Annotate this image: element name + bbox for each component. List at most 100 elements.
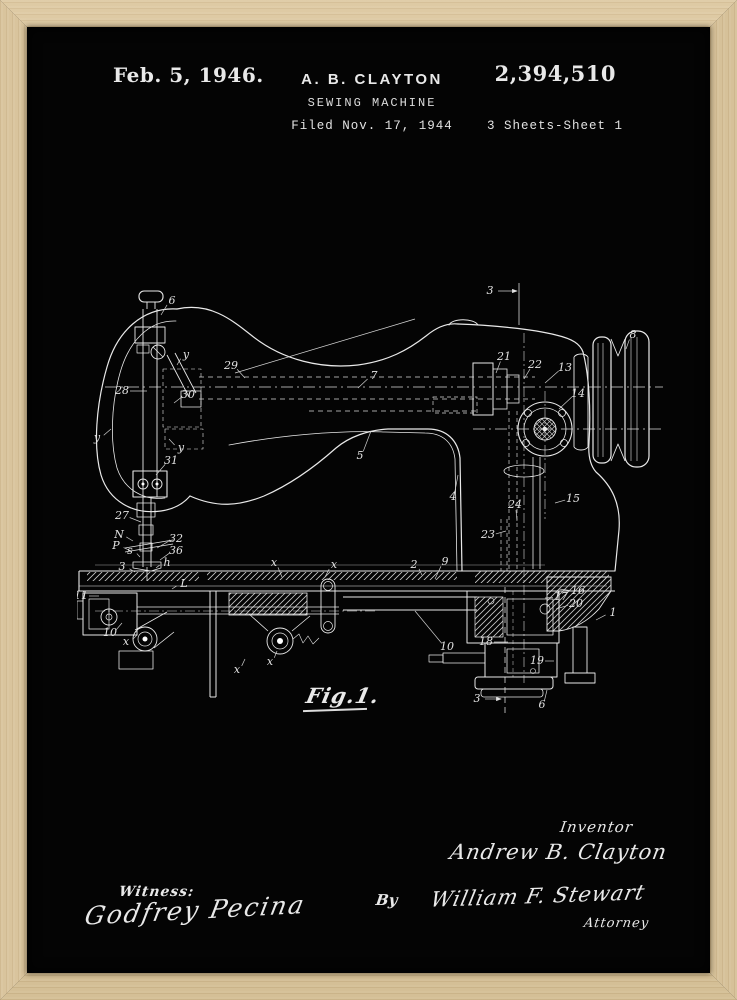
part-ref-label: 32 <box>169 532 183 545</box>
part-ref-label: s <box>127 544 133 557</box>
part-ref-label: 36 <box>169 544 183 557</box>
attorney-signature: William F. Stewart <box>428 880 648 912</box>
part-ref-label: y <box>182 348 190 361</box>
part-ref-label: 10 <box>440 640 454 653</box>
part-ref-label: 2 <box>410 558 418 571</box>
label-leader-line <box>171 585 177 590</box>
part-ref-label: x <box>331 558 338 571</box>
part-ref-label: 27 <box>114 509 129 522</box>
bed-hatching <box>87 571 612 632</box>
frame-edge-left <box>0 0 27 1000</box>
part-ref-label: 3 <box>119 560 126 573</box>
patent-number: 2,394,510 <box>494 61 616 86</box>
label-leader-line <box>236 369 246 379</box>
part-ref-label: 7 <box>371 369 378 382</box>
part-ref-label: 22 <box>527 358 542 371</box>
part-ref-label: x <box>267 655 274 668</box>
label-leader-line <box>155 564 160 569</box>
part-ref-label: 31 <box>164 454 178 467</box>
part-ref-label: 6 <box>169 294 176 307</box>
patent-title: SEWING MACHINE <box>307 96 437 110</box>
label-leader-line <box>159 553 170 561</box>
under-bed-mechanism <box>77 578 596 698</box>
part-ref-label: 17 <box>554 590 568 603</box>
part-ref-label: h <box>163 556 170 569</box>
label-leader-line <box>160 304 168 316</box>
label-leader-line <box>115 622 123 631</box>
part-ref-label: 24 <box>507 498 522 511</box>
label-leader-line <box>558 588 571 591</box>
label-leader-line <box>126 536 134 542</box>
part-ref-label: y <box>177 441 185 454</box>
needle-bar-assembly <box>124 290 204 581</box>
label-leader-line <box>132 634 138 640</box>
label-leader-line <box>136 553 141 558</box>
patent-date: Feb. 5, 1946. <box>113 63 264 87</box>
balance-wheel <box>573 330 650 468</box>
label-leader-line <box>495 361 501 374</box>
part-ref-label: 8 <box>630 328 637 341</box>
part-ref-label: 1 <box>610 606 617 619</box>
label-leader-line <box>123 547 132 552</box>
figure-caption: Fig.1. <box>303 683 383 708</box>
label-leader-line <box>129 517 142 523</box>
label-leader-line <box>625 339 630 350</box>
part-ref-label: N <box>113 528 124 541</box>
patent-sheet: Feb. 5, 1946. A. B. CLAYTON 2,394,510 SE… <box>27 27 710 973</box>
part-ref-label: 19 <box>530 654 544 667</box>
part-ref-label: y <box>93 431 101 444</box>
attorney-label: Attorney <box>582 916 651 931</box>
label-leader-line <box>523 368 531 380</box>
label-leader-line <box>558 396 572 410</box>
label-leader-line <box>454 474 459 493</box>
label-leader-line <box>544 596 554 599</box>
frame-edge-top <box>0 0 737 27</box>
label-leader-line <box>414 610 442 644</box>
label-leader-line <box>129 568 136 573</box>
inventor-label: Inventor <box>558 818 635 836</box>
part-ref-label: 18 <box>479 635 493 648</box>
label-leader-line <box>555 604 569 610</box>
inventor-signature: Andrew B. Clayton <box>448 840 670 864</box>
label-leader-line <box>168 438 175 446</box>
label-leader-line <box>277 567 283 578</box>
label-leader-line <box>554 499 566 504</box>
label-leader-line <box>515 509 518 522</box>
part-ref-label: 29 <box>223 359 238 372</box>
part-ref-label: 16 <box>571 584 585 597</box>
part-ref-label: 15 <box>566 492 580 505</box>
part-ref-label: 14 <box>571 387 585 400</box>
part-ref-label: 23 <box>480 528 495 541</box>
machine-outline <box>95 306 620 572</box>
label-leader-line <box>357 378 368 389</box>
construction-lines <box>95 283 663 713</box>
frame-edge-right <box>710 0 737 1000</box>
label-leader-line <box>324 568 330 578</box>
label-leader-line <box>595 614 606 621</box>
part-ref-label: 20 <box>568 597 583 610</box>
patent-sheet-info: 3 Sheets-Sheet 1 <box>486 119 624 133</box>
label-leader-line <box>362 430 372 452</box>
by-label: By <box>374 891 399 909</box>
label-leader-line <box>544 689 548 701</box>
part-ref-label: x <box>123 635 130 648</box>
label-leader-line <box>173 397 182 404</box>
arm-bushings <box>472 362 545 569</box>
label-leader-line <box>155 464 166 476</box>
frame-edge-bottom <box>0 973 737 1000</box>
patent-figure-svg: 6y2928307yy31532122131484241523291617201… <box>77 283 663 713</box>
part-ref-label: 28 <box>114 384 129 397</box>
label-leader-line <box>156 540 169 549</box>
label-leader-line <box>544 370 559 384</box>
part-ref-label: 30 <box>181 388 195 401</box>
part-ref-label: 3 <box>487 284 494 297</box>
label-leader-line <box>241 658 246 667</box>
label-leader-line <box>176 358 181 366</box>
part-ref-label: 6 <box>539 698 546 711</box>
part-ref-label: 4 <box>449 490 457 503</box>
part-ref-label: 21 <box>496 350 511 363</box>
label-leader-line <box>434 566 442 580</box>
